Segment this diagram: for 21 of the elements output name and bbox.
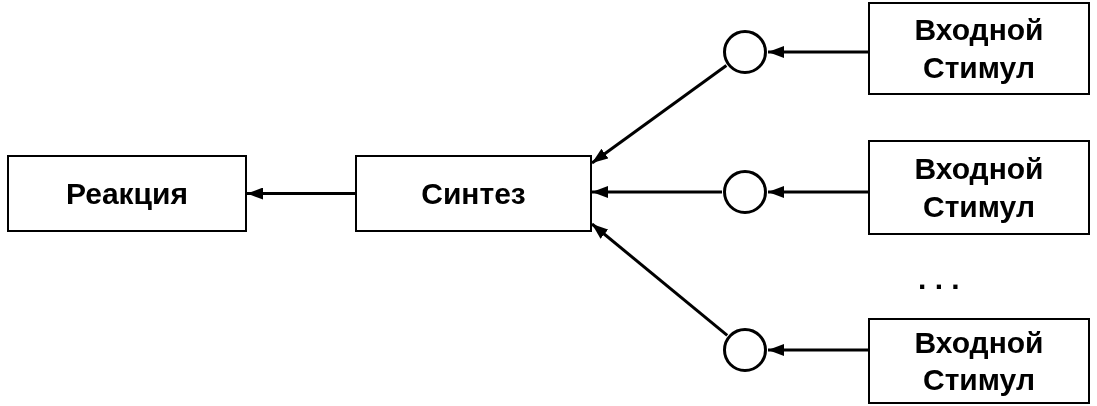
arrow [247,187,355,200]
circle-node [723,30,767,74]
arrow [591,222,729,337]
ellipsis-label: . . . [918,262,960,296]
process-box [7,155,247,232]
node-label: Входной Стимул [913,151,1045,225]
process-box [868,318,1090,404]
arrow [592,186,722,198]
arrow [768,344,868,356]
arrow [591,64,728,165]
process-box [868,140,1090,235]
arrow [768,186,868,198]
process-box [355,155,592,232]
node-label: Синтез [421,175,526,212]
circle-node [723,170,767,214]
arrow [768,46,868,58]
node-label: Входной Стимул [913,324,1045,398]
circle-node [723,328,767,372]
node-label: Входной Стимул [913,12,1045,86]
node-label: Реакция [65,175,188,212]
process-box [868,2,1090,95]
